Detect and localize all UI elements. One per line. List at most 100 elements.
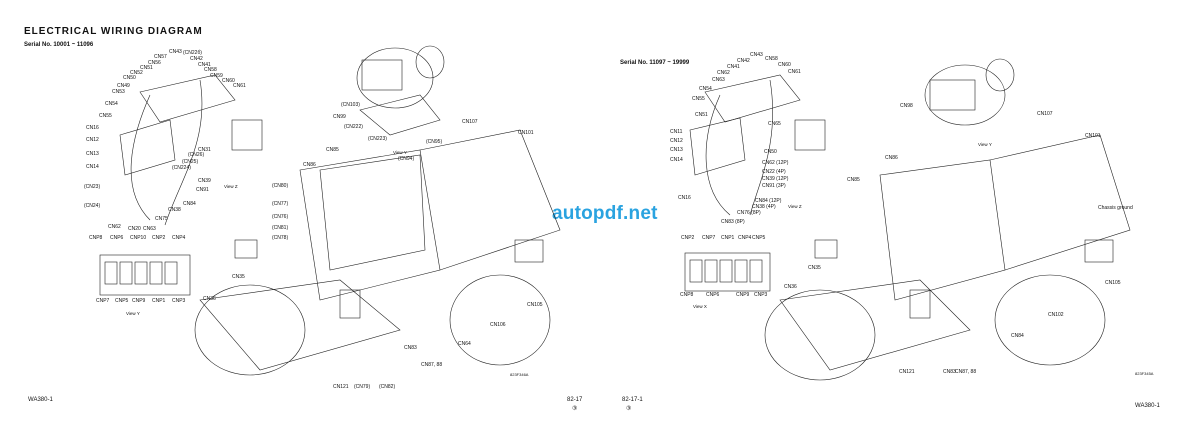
connector-label: CN11 bbox=[670, 129, 683, 135]
view-label: View Z bbox=[788, 204, 802, 209]
connector-label: CN86 bbox=[885, 155, 898, 161]
connector-label: CN98 bbox=[900, 103, 913, 109]
connector-label: CN12 bbox=[670, 138, 683, 144]
connector-label: CN42 bbox=[190, 56, 203, 62]
connector-label: CN105 bbox=[1105, 280, 1121, 286]
connector-label: (CN224) bbox=[172, 165, 191, 171]
loader-body-left bbox=[194, 129, 561, 376]
connector-label: CN41 bbox=[198, 62, 211, 68]
connector-label: CN61 bbox=[233, 83, 246, 89]
connector-label: CN75 bbox=[155, 216, 168, 222]
connector-label: CN13 bbox=[670, 147, 683, 153]
connector-label: (CN22б) bbox=[183, 50, 202, 56]
connector-label: CN50 bbox=[764, 149, 777, 155]
loader-body-right bbox=[764, 134, 1131, 381]
connector-label: CNP3 bbox=[172, 298, 186, 304]
connector-label: CN99 bbox=[333, 114, 346, 120]
connector-label: CN91 bbox=[196, 187, 209, 193]
view-label: View Z bbox=[224, 184, 238, 189]
connector-label: CNP7 bbox=[702, 235, 716, 241]
connector-label: CNP4 bbox=[738, 235, 752, 241]
page-mark: ③ bbox=[626, 406, 632, 412]
view-label: View Y bbox=[393, 150, 407, 155]
connector-label: CN57 bbox=[154, 54, 167, 60]
connector-label: (CN95) bbox=[426, 139, 443, 145]
connector-label: CN55 bbox=[99, 113, 112, 119]
serial-range-left: Serial No. 10001 ~ 11096 bbox=[24, 42, 94, 48]
page-mark: ③ bbox=[572, 406, 578, 412]
connector-label: CN87, 88 bbox=[421, 362, 443, 368]
connector-label: CNP7 bbox=[96, 298, 110, 304]
connector-label: CN12 bbox=[86, 137, 99, 143]
connector-label: CN35 bbox=[232, 274, 245, 280]
connector-label: CN63 bbox=[143, 226, 156, 232]
connector-label: (CN223) bbox=[368, 136, 387, 142]
engine-drawing-left bbox=[356, 45, 445, 136]
connector-label: (CN222) bbox=[344, 124, 363, 130]
connector-label: CN36 bbox=[784, 284, 797, 290]
connector-label: CN121 bbox=[333, 384, 349, 390]
connector-label: CN14 bbox=[86, 164, 99, 170]
connector-label: CN65 bbox=[768, 121, 781, 127]
connector-label: CN86 bbox=[303, 162, 316, 168]
connector-label: (CN23) bbox=[84, 184, 101, 190]
connector-label: CN107 bbox=[462, 119, 478, 125]
connector-label: (CN94) bbox=[398, 156, 415, 162]
connector-label: CN107 bbox=[1037, 111, 1053, 117]
connector-label: CNP6 bbox=[706, 292, 720, 298]
connector-label: CN62 (12P) bbox=[762, 160, 789, 166]
connector-label: CN83 bbox=[943, 369, 956, 375]
connector-label: CN62 bbox=[108, 224, 121, 230]
connector-label: CN35 bbox=[808, 265, 821, 271]
figure-code: 823F345A bbox=[1135, 371, 1154, 376]
connector-label: CNP8 bbox=[89, 235, 103, 241]
connector-label: CN54 bbox=[699, 86, 712, 92]
left-page: ELECTRICAL WIRING DIAGRAM Serial No. 100… bbox=[24, 26, 582, 412]
connector-label: (CN26) bbox=[188, 152, 205, 158]
connector-label: (CN77) bbox=[272, 201, 289, 207]
connector-label: CN58 bbox=[765, 56, 778, 62]
connector-label: CN20 bbox=[128, 226, 141, 232]
serial-range-right: Serial No. 11097 ~ 19999 bbox=[620, 60, 690, 66]
connector-label: CN60 bbox=[222, 78, 235, 84]
connector-label: CN84 (12P) bbox=[755, 198, 782, 204]
connector-label: CN101 bbox=[518, 130, 534, 136]
engine-drawing-right bbox=[924, 58, 1015, 126]
connector-label: CN60 bbox=[778, 62, 791, 68]
connector-label: CN14 bbox=[670, 157, 683, 163]
connector-label: (CN79) bbox=[354, 384, 371, 390]
harness-drawing-right bbox=[689, 74, 826, 216]
connector-label: CN85 bbox=[847, 177, 860, 183]
connector-label: (CN81) bbox=[272, 225, 289, 231]
connector-label: CN63 bbox=[712, 77, 725, 83]
view-label: View Y bbox=[126, 311, 140, 316]
connector-label: CN39 bbox=[198, 178, 211, 184]
harness-drawing-left bbox=[119, 74, 263, 226]
connector-label: CN87, 88 bbox=[955, 369, 977, 375]
connector-label: CNP10 bbox=[130, 235, 147, 241]
connector-label: CNP3 bbox=[754, 292, 768, 298]
connector-label: CN42 bbox=[737, 58, 750, 64]
connector-label: CN91 (3P) bbox=[762, 183, 786, 189]
connector-label: (CN103) bbox=[341, 102, 360, 108]
fuse-box-left bbox=[99, 254, 191, 296]
connector-label: CNP2 bbox=[681, 235, 695, 241]
connector-label: CN16 bbox=[86, 125, 99, 131]
fuse-box-right bbox=[684, 252, 771, 292]
connector-label: CN41 bbox=[727, 64, 740, 70]
connector-label: CN51 bbox=[695, 112, 708, 118]
connector-label: CN83 bbox=[404, 345, 417, 351]
connector-label: CNP1 bbox=[721, 235, 735, 241]
connector-label: (CN78) bbox=[272, 235, 289, 241]
connector-label: CN102 bbox=[1048, 312, 1064, 318]
footer-model: WA380-1 bbox=[28, 397, 53, 403]
connector-label: CNP8 bbox=[680, 292, 694, 298]
connector-label: CN106 bbox=[490, 322, 506, 328]
connector-label: CN38 (4P) bbox=[752, 204, 776, 210]
connector-label: CN31 bbox=[198, 147, 211, 153]
connector-label: CN56 bbox=[148, 60, 161, 66]
connector-label: CN43 bbox=[750, 52, 763, 58]
connector-label: CN121 bbox=[899, 369, 915, 375]
diagram-title: ELECTRICAL WIRING DIAGRAM bbox=[24, 26, 203, 37]
connector-label: CN38 bbox=[168, 207, 181, 213]
